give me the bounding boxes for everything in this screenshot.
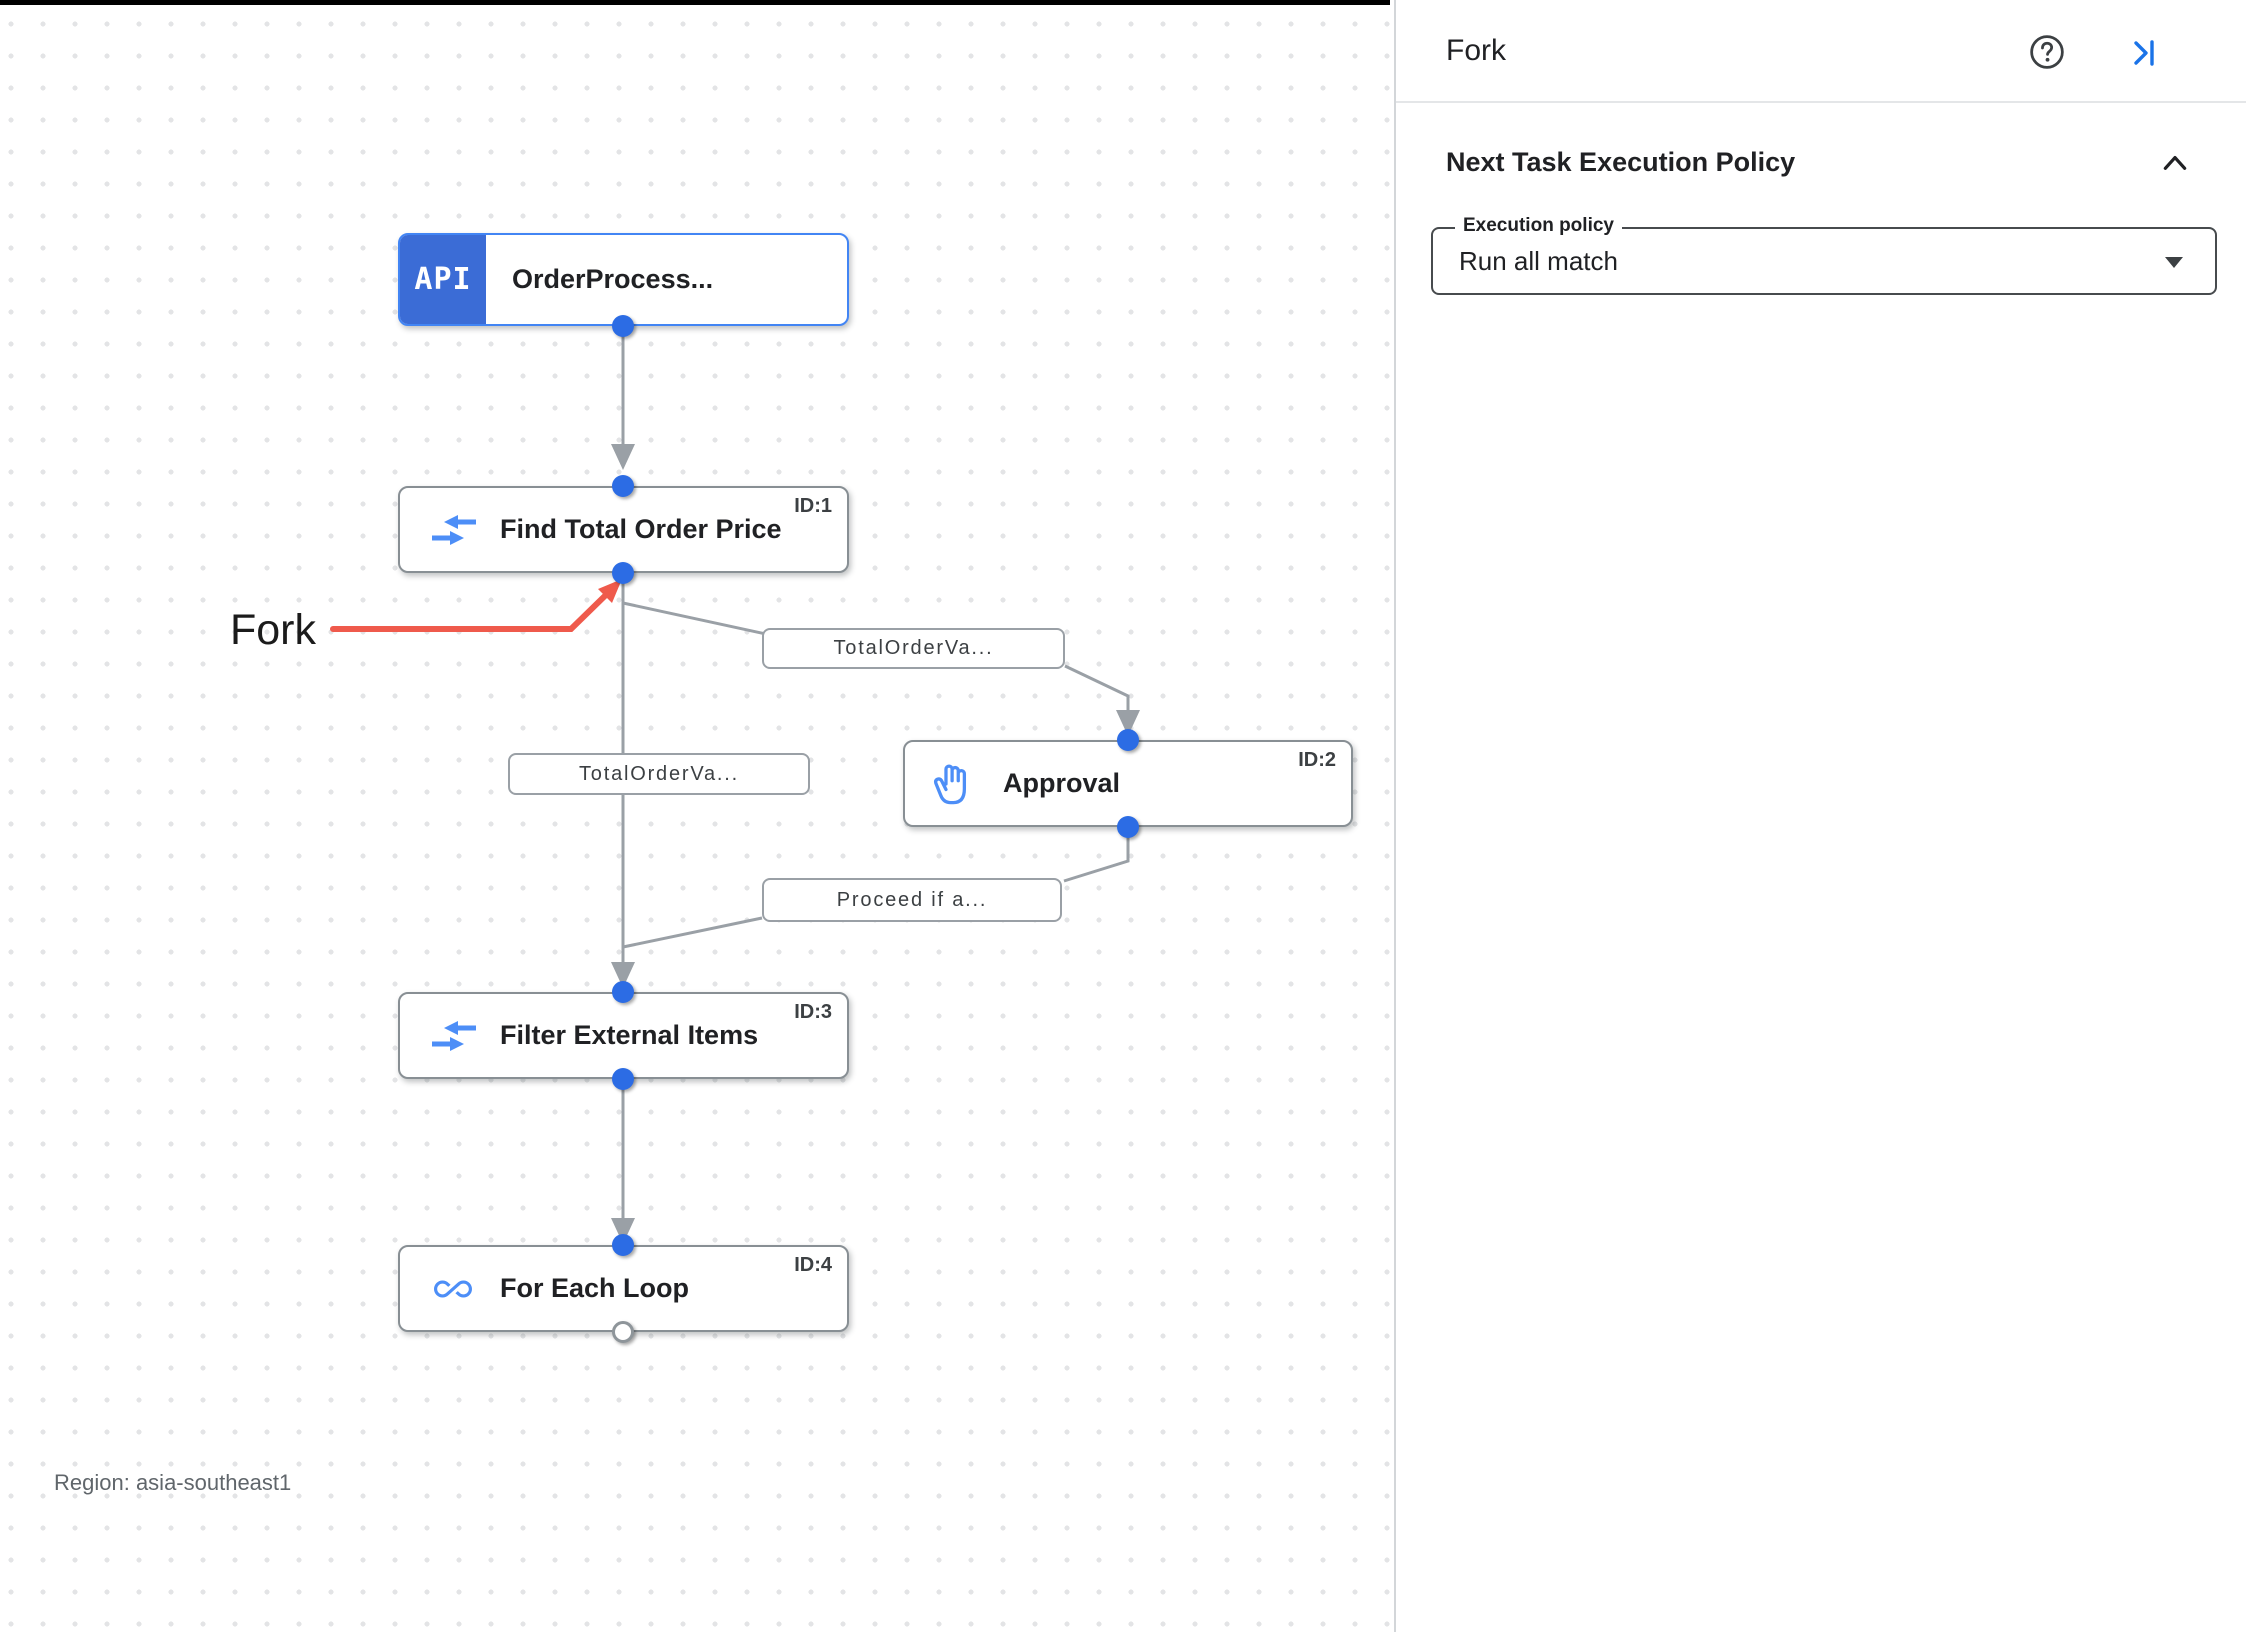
api-trigger-icon: API xyxy=(400,235,486,324)
execution-policy-select[interactable]: Execution policy Run all match xyxy=(1431,215,2217,295)
connector-dot[interactable] xyxy=(612,315,634,337)
dropdown-caret-icon xyxy=(2165,257,2183,268)
node-title: Filter External Items xyxy=(500,1020,759,1050)
api-badge-label: API xyxy=(414,262,472,297)
collapse-panel-button[interactable] xyxy=(2127,36,2163,72)
node-title: For Each Loop xyxy=(500,1273,689,1303)
collapse-panel-icon xyxy=(2134,39,2154,66)
connector-dot[interactable] xyxy=(612,1068,634,1090)
loop-icon xyxy=(434,1279,472,1298)
edge-label-proceed-if[interactable]: Proceed if a... xyxy=(762,878,1062,922)
connector-dot[interactable] xyxy=(612,981,634,1003)
node-filter-external-items[interactable]: Filter External Items ID:3 xyxy=(398,992,849,1079)
node-for-each-loop[interactable]: For Each Loop ID:4 xyxy=(398,1245,849,1332)
fork-icon xyxy=(432,1020,476,1051)
fork-icon xyxy=(432,514,476,545)
panel-title: Fork xyxy=(1446,34,1506,67)
node-id-badge: ID:2 xyxy=(1298,749,1336,771)
node-title: OrderProcess... xyxy=(512,264,714,294)
help-icon xyxy=(2030,35,2064,69)
fork-annotation-arrow xyxy=(330,579,622,632)
fork-annotation-label: Fork xyxy=(230,606,316,654)
node-trigger-orderprocess[interactable]: API OrderProcess... xyxy=(398,233,849,326)
connector-dot[interactable] xyxy=(1117,729,1139,751)
workflow-canvas[interactable]: API OrderProcess... Find Total Order Pri… xyxy=(0,0,1394,1632)
connector-dot-fork[interactable] xyxy=(612,562,634,584)
task-config-panel: Fork Next Task Execution Policy Executio… xyxy=(1394,0,2246,1632)
section-heading-next-task-execution-policy[interactable]: Next Task Execution Policy xyxy=(1446,147,1796,177)
connector-edges xyxy=(330,326,1140,1244)
connector-dot-open[interactable] xyxy=(612,1321,634,1343)
approval-hand-icon xyxy=(934,764,967,804)
node-title: Approval xyxy=(1003,768,1121,798)
node-id-badge: ID:3 xyxy=(794,1001,832,1023)
panel-header: Fork xyxy=(1396,0,2246,103)
canvas-top-border xyxy=(0,0,1390,5)
node-id-badge: ID:4 xyxy=(794,1254,832,1276)
node-find-total-order-price[interactable]: Find Total Order Price ID:1 xyxy=(398,486,849,573)
node-approval[interactable]: Approval ID:2 xyxy=(903,740,1353,827)
connector-dot[interactable] xyxy=(612,475,634,497)
connector-dot[interactable] xyxy=(1117,816,1139,838)
edge-label-totalorderva-right[interactable]: TotalOrderVa... xyxy=(762,628,1065,669)
chevron-up-icon[interactable] xyxy=(2160,149,2190,179)
execution-policy-value: Run all match xyxy=(1459,246,1618,276)
node-title: Find Total Order Price xyxy=(500,514,782,544)
node-id-badge: ID:1 xyxy=(794,495,832,517)
edge-label-totalorderva-left[interactable]: TotalOrderVa... xyxy=(508,753,810,795)
region-label: Region: asia-southeast1 xyxy=(54,1470,292,1495)
execution-policy-label: Execution policy xyxy=(1455,215,1622,237)
help-button[interactable] xyxy=(2029,34,2065,70)
connector-dot[interactable] xyxy=(612,1234,634,1256)
